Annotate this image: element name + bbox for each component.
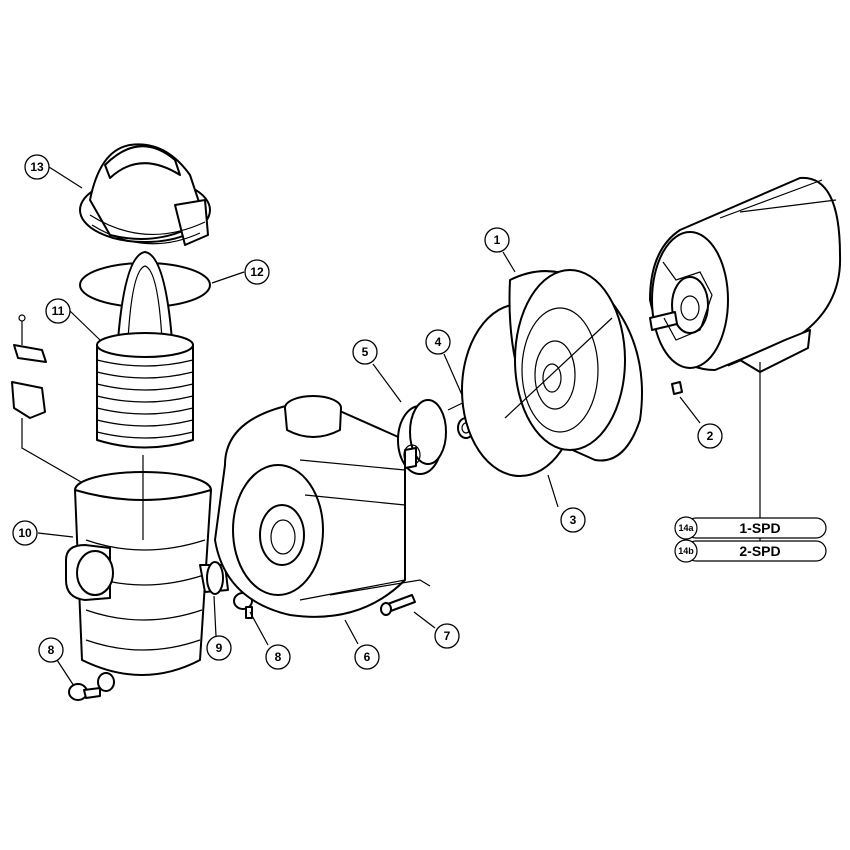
part-impeller — [397, 399, 447, 475]
callout-2: 2 — [697, 423, 723, 449]
callout-4: 4 — [425, 329, 451, 355]
svg-text:13: 13 — [30, 160, 44, 174]
callout-11: 11 — [45, 298, 71, 324]
part-strainer-basket — [96, 251, 194, 449]
svg-text:1: 1 — [494, 233, 501, 247]
part-motor — [649, 176, 842, 373]
callout-8-left: 8 — [38, 637, 64, 663]
callout-10: 10 — [12, 520, 38, 546]
callout-5: 5 — [352, 339, 378, 365]
callout-13: 13 — [24, 154, 50, 180]
callout-8-right: 8 — [265, 644, 291, 670]
svg-text:14b: 14b — [678, 546, 694, 556]
part-key — [671, 381, 683, 395]
part-pump-body — [214, 395, 431, 618]
svg-text:2-SPD: 2-SPD — [739, 543, 780, 559]
svg-text:8: 8 — [48, 643, 55, 657]
svg-text:3: 3 — [570, 513, 577, 527]
variant-row-14b: 14b 2-SPD — [674, 539, 827, 563]
svg-text:9: 9 — [216, 641, 223, 655]
svg-text:1-SPD: 1-SPD — [739, 520, 780, 536]
callout-1: 1 — [484, 227, 510, 253]
part-clips — [11, 314, 96, 491]
svg-text:14a: 14a — [678, 523, 694, 533]
callout-6: 6 — [354, 644, 380, 670]
svg-text:6: 6 — [364, 650, 371, 664]
callout-12: 12 — [244, 259, 270, 285]
callout-9: 9 — [206, 635, 232, 661]
svg-text:12: 12 — [250, 265, 264, 279]
part-body-bolt — [380, 594, 416, 616]
part-strainer-housing — [65, 455, 229, 676]
variant-row-14a: 14a 1-SPD — [674, 516, 827, 540]
svg-text:10: 10 — [18, 526, 32, 540]
part-housing-oring — [206, 561, 224, 595]
part-strainer-cover — [79, 143, 211, 246]
svg-text:7: 7 — [444, 629, 451, 643]
svg-text:4: 4 — [435, 335, 442, 349]
callout-3: 3 — [560, 507, 586, 533]
svg-text:8: 8 — [275, 650, 282, 664]
part-drain-plug-left — [68, 672, 115, 701]
part-seal-plate — [504, 269, 643, 462]
callout-7: 7 — [434, 623, 460, 649]
svg-text:5: 5 — [362, 345, 369, 359]
svg-text:11: 11 — [52, 304, 65, 318]
svg-text:2: 2 — [707, 429, 714, 443]
